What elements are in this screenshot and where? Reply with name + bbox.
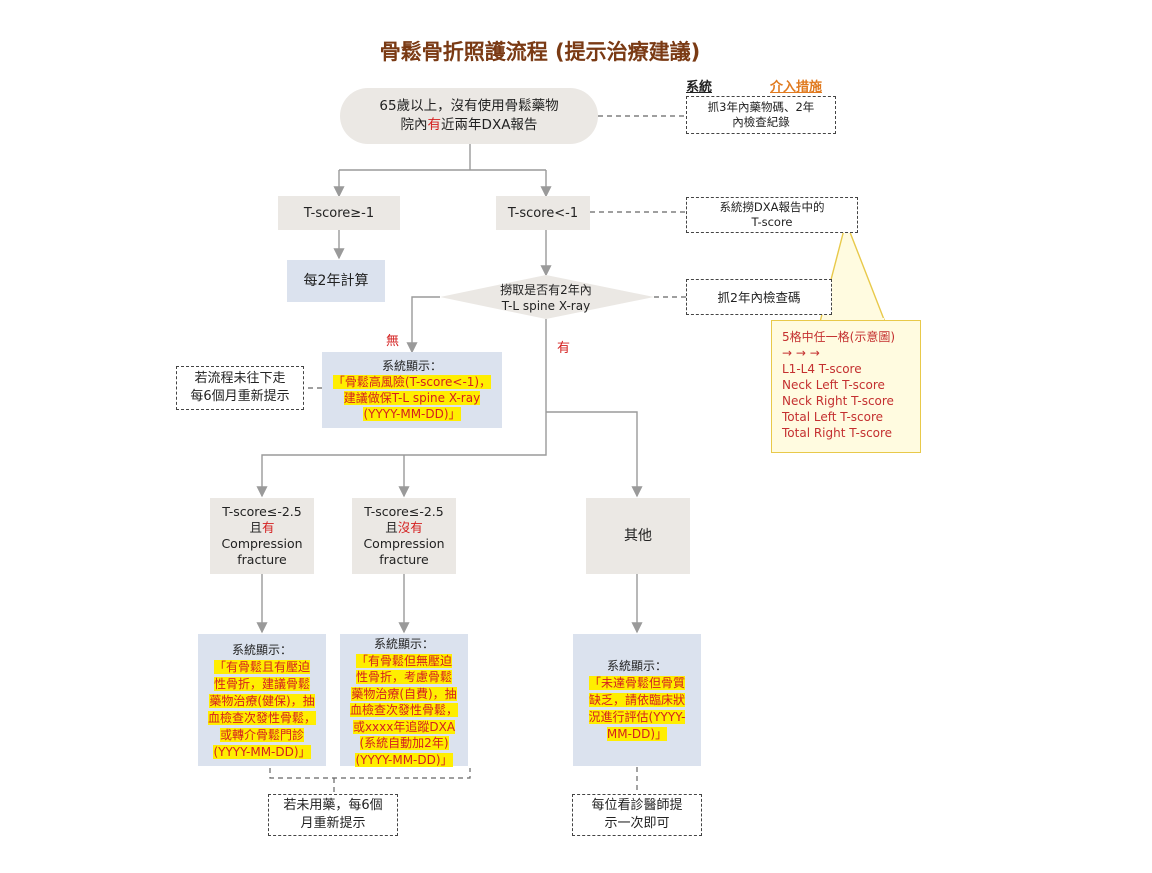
callout-item: Total Right T-score <box>782 426 893 440</box>
case-other: 其他 <box>586 498 690 574</box>
connector-bracket-bottom <box>269 768 471 794</box>
tscore-low-node: T-score<-1 <box>496 196 590 230</box>
connector-to-case3 <box>546 411 643 498</box>
system-display-treatment-selfpay: 系統顯示： 「有骨鬆但無壓迫 性骨折，考慮骨鬆 藥物治療(自費)，抽 血檢查次發… <box>340 634 468 767</box>
page-title: 骨鬆骨折照護流程 (提示治療建議) <box>379 40 701 64</box>
legend-intervention: 介入措施 <box>770 80 823 95</box>
note-once-per-physician: 每位看診醫師提示一次即可 <box>572 794 702 836</box>
connector-start-split <box>339 144 546 171</box>
connector-no-branch <box>406 296 440 354</box>
callout-item: Total Left T-score <box>782 410 884 424</box>
system-display-osteopenia: 系統顯示： 「未達骨鬆但骨質 缺乏，請依臨床狀 況進行評估(YYYY- MM-D… <box>573 634 701 766</box>
tscore-fields-callout: 5格中任一格(示意圖) → → → L1-L4 T-score Neck Lef… <box>771 320 921 453</box>
note-drug-code: 抓3年內藥物碼、2年內檢查紀錄 <box>686 96 836 134</box>
case-without-fracture: T-score≤-2.5 且沒有 Compression fracture <box>352 498 456 574</box>
branch-yes-label: 有 <box>557 341 571 356</box>
start-line2: 院內有近兩年DXA報告 <box>400 117 538 133</box>
callout-item: L1-L4 T-score <box>782 362 862 376</box>
system-display-treatment-nhi: 系統顯示： 「有骨鬆且有壓迫 性骨折，建議骨鬆 藥物治療(健保)，抽 血檢查次發… <box>198 634 326 766</box>
every-2-years-node: 每2年計算 <box>287 260 385 302</box>
legend-system: 系統 <box>686 80 713 95</box>
start-line1: 65歲以上，沒有使用骨鬆藥物 <box>379 98 559 114</box>
note-exam-code: 抓2年內檢查碼 <box>686 279 832 315</box>
note-repeat-if-untreated: 若未用藥，每6個月重新提示 <box>268 794 398 836</box>
branch-no-label: 無 <box>386 334 400 349</box>
tscore-high-node: T-score≥-1 <box>278 196 400 230</box>
note-repeat-6-months: 若流程未往下走每6個月重新提示 <box>176 366 304 410</box>
system-xray-recommendation: 系統顯示： 「骨鬆高風險(T-score<-1)， 建議做保T-L spine … <box>322 352 502 428</box>
case-with-fracture: T-score≤-2.5 且有 Compression fracture <box>210 498 314 574</box>
callout-item: Neck Left T-score <box>782 378 885 392</box>
start-node: 65歲以上，沒有使用骨鬆藥物 院內有近兩年DXA報告 <box>340 88 598 144</box>
callout-item: Neck Right T-score <box>782 394 894 408</box>
